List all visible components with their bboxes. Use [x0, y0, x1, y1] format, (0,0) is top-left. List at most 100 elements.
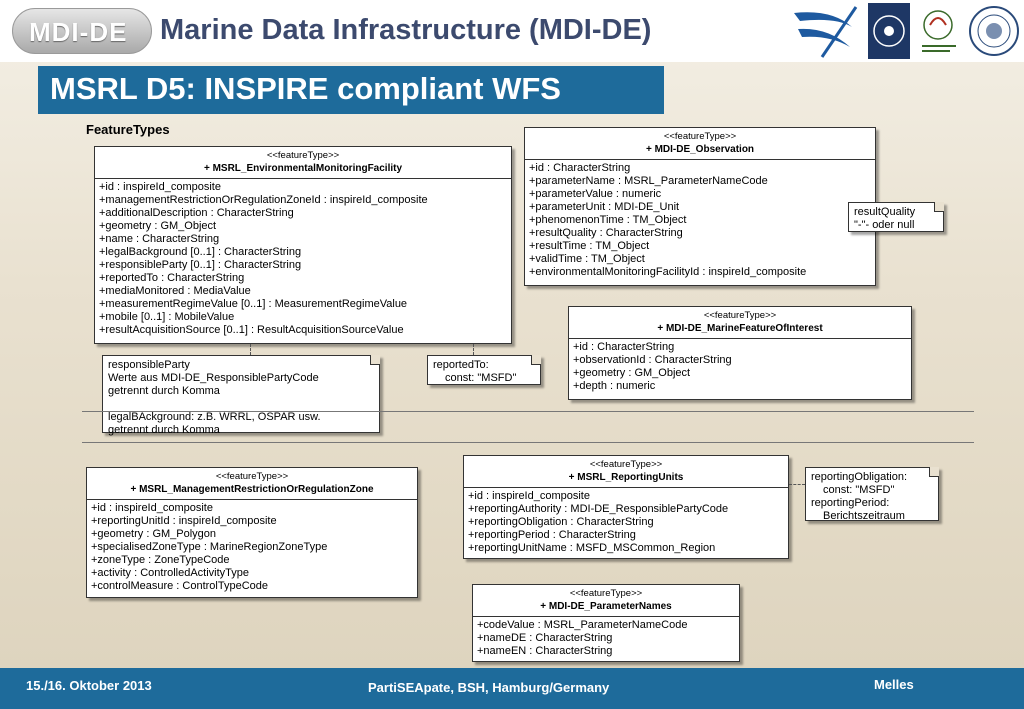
uml-class-marine-feature-of-interest: <<featureType>> + MDI-DE_MarineFeatureOf… [568, 306, 912, 400]
bfn-logo [922, 10, 956, 52]
class-name: + MDI-DE_ParameterNames [540, 601, 672, 612]
class-attribute: +responsibleParty [0..1] : CharacterStri… [99, 259, 302, 271]
class-attribute: +resultTime : TM_Object [529, 240, 650, 252]
footer-event: PartiSEApate, BSH, Hamburg/Germany [368, 680, 610, 695]
note-responsible-party: responsibleParty Werte aus MDI-DE_Respon… [102, 355, 380, 436]
note-reporting-obligation: reportingObligation: const: "MSFD" repor… [805, 467, 939, 522]
class-header: <<featureType>> + MDI-DE_ParameterNames [473, 585, 739, 617]
class-name: + MSRL_ManagementRestrictionOrRegulation… [130, 484, 374, 495]
baw-logo [794, 6, 858, 58]
class-attribute: +environmentalMonitoringFacilityId : ins… [529, 266, 807, 278]
class-attribute: +resultAcquisitionSource [0..1] : Result… [99, 324, 404, 336]
slide-title: MSRL D5: INSPIRE compliant WFS [38, 66, 664, 114]
class-attribute: +reportingUnitId : inspireId_composite [91, 515, 277, 527]
class-attribute: +activity : ControlledActivityType [91, 567, 250, 579]
class-attribute: +validTime : TM_Object [529, 253, 645, 265]
mdi-de-logo-text: MDI-DE [29, 17, 128, 47]
university-seal-logo [969, 6, 1019, 56]
class-attribute: +id : CharacterString [529, 162, 631, 174]
class-attribute: +legalBackground [0..1] : CharacterStrin… [99, 246, 302, 258]
note-line: const: "MSFD" [823, 484, 895, 496]
mdi-de-logo: MDI-DE [12, 8, 152, 54]
class-stereotype: <<featureType>> [589, 459, 663, 470]
note-line: reportedTo: [433, 359, 489, 371]
class-attribute: +id : CharacterString [573, 341, 675, 353]
note-connector [250, 344, 251, 355]
note-line: reportingObligation: [811, 471, 908, 483]
uml-class-reporting-units: <<featureType>> + MSRL_ReportingUnits +i… [463, 455, 789, 559]
class-name: + MSRL_ReportingUnits [568, 472, 684, 483]
class-attribute: +nameEN : CharacterString [477, 645, 613, 657]
slide-footer: 15./16. Oktober 2013 PartiSEApate, BSH, … [0, 668, 1024, 709]
uml-class-environmental-monitoring-facility: <<featureType>> + MSRL_EnvironmentalMoni… [94, 146, 512, 344]
class-attributes: +codeValue : MSRL_ParameterNameCode +nam… [473, 617, 739, 660]
class-stereotype: <<featureType>> [703, 310, 777, 321]
note-corner [531, 355, 541, 365]
class-header: <<featureType>> + MDI-DE_MarineFeatureOf… [569, 307, 911, 339]
class-attributes: +id : inspireId_composite +reportingAuth… [464, 488, 788, 557]
note-result-quality: resultQuality "-"- oder null [848, 202, 944, 232]
note-line: legalBAckground: z.B. WRRL, OSPAR usw. [108, 411, 321, 423]
note-line: Berichtszeitraum [823, 510, 905, 522]
class-attribute: +name : CharacterString [99, 233, 220, 245]
class-stereotype: <<featureType>> [215, 471, 289, 482]
class-attribute: +reportingObligation : CharacterString [468, 516, 654, 528]
class-stereotype: <<featureType>> [569, 588, 643, 599]
class-name: + MDI-DE_Observation [645, 144, 755, 155]
class-attribute: +codeValue : MSRL_ParameterNameCode [477, 619, 688, 631]
uml-class-parameter-names: <<featureType>> + MDI-DE_ParameterNames … [472, 584, 740, 662]
class-attribute: +reportedTo : CharacterString [99, 272, 245, 284]
separator-line [82, 442, 974, 443]
class-attribute: +reportingUnitName : MSFD_MSCommon_Regio… [468, 542, 716, 554]
class-attribute: +mediaMonitored : MediaValue [99, 285, 251, 297]
class-name: + MSRL_EnvironmentalMonitoringFacility [203, 163, 403, 174]
class-attribute: +id : inspireId_composite [468, 490, 590, 502]
class-header: <<featureType>> + MDI-DE_Observation [525, 128, 875, 160]
note-reported-to: reportedTo: const: "MSFD" [427, 355, 541, 385]
class-attribute: +id : inspireId_composite [99, 181, 221, 193]
class-attribute: +geometry : GM_Object [573, 367, 691, 379]
footer-date: 15./16. Oktober 2013 [26, 678, 152, 693]
feature-types-label: FeatureTypes [86, 122, 170, 137]
note-line: resultQuality [854, 206, 916, 218]
class-header: <<featureType>> + MSRL_ManagementRestric… [87, 468, 417, 500]
note-line: const: "MSFD" [445, 372, 517, 384]
class-stereotype: <<featureType>> [266, 150, 340, 161]
class-attribute: +controlMeasure : ControlTypeCode [91, 580, 269, 592]
class-header: <<featureType>> + MSRL_ReportingUnits [464, 456, 788, 488]
class-attributes: +id : CharacterString +observationId : C… [569, 339, 911, 395]
class-attribute: +nameDE : CharacterString [477, 632, 613, 644]
class-stereotype: <<featureType>> [663, 131, 737, 142]
slide-header: MDI-DE Marine Data Infrastructure (MDI-D… [0, 0, 1024, 62]
class-attributes: +id : CharacterString +parameterName : M… [525, 160, 875, 281]
note-connector [473, 344, 474, 355]
class-attribute: +geometry : GM_Object [99, 220, 217, 232]
class-header: <<featureType>> + MSRL_EnvironmentalMoni… [95, 147, 511, 179]
uml-class-management-restriction-zone: <<featureType>> + MSRL_ManagementRestric… [86, 467, 418, 598]
class-attribute: +parameterValue : numeric [529, 188, 662, 200]
note-corner [934, 202, 944, 212]
footer-author: Melles [874, 677, 914, 692]
class-name: + MDI-DE_MarineFeatureOfInterest [657, 323, 823, 334]
class-attribute: +mobile [0..1] : MobileValue [99, 311, 235, 323]
note-corner [370, 355, 380, 365]
class-attribute: +specialisedZoneType : MarineRegionZoneT… [91, 541, 328, 553]
class-attribute: +id : inspireId_composite [91, 502, 213, 514]
note-line: Werte aus MDI-DE_ResponsiblePartyCode [108, 372, 319, 384]
separator-line [82, 411, 974, 412]
class-attribute: +additionalDescription : CharacterString [99, 207, 294, 219]
bsh-logo [868, 3, 910, 59]
class-attribute: +measurementRegimeValue [0..1] : Measure… [99, 298, 408, 310]
class-attribute: +resultQuality : CharacterString [529, 227, 683, 239]
class-attributes: +id : inspireId_composite +managementRes… [95, 179, 511, 339]
class-attribute: +parameterName : MSRL_ParameterNameCode [529, 175, 768, 187]
note-line: getrennt durch Komma [108, 424, 220, 436]
note-corner [929, 467, 939, 477]
class-attribute: +depth : numeric [573, 380, 656, 392]
class-attributes: +id : inspireId_composite +reportingUnit… [87, 500, 417, 595]
note-connector [789, 484, 805, 485]
class-attribute: +managementRestrictionOrRegulationZoneId… [99, 194, 428, 206]
uml-class-observation: <<featureType>> + MDI-DE_Observation +id… [524, 127, 876, 286]
class-attribute: +parameterUnit : MDI-DE_Unit [529, 201, 680, 213]
class-attribute: +observationId : CharacterString [573, 354, 732, 366]
